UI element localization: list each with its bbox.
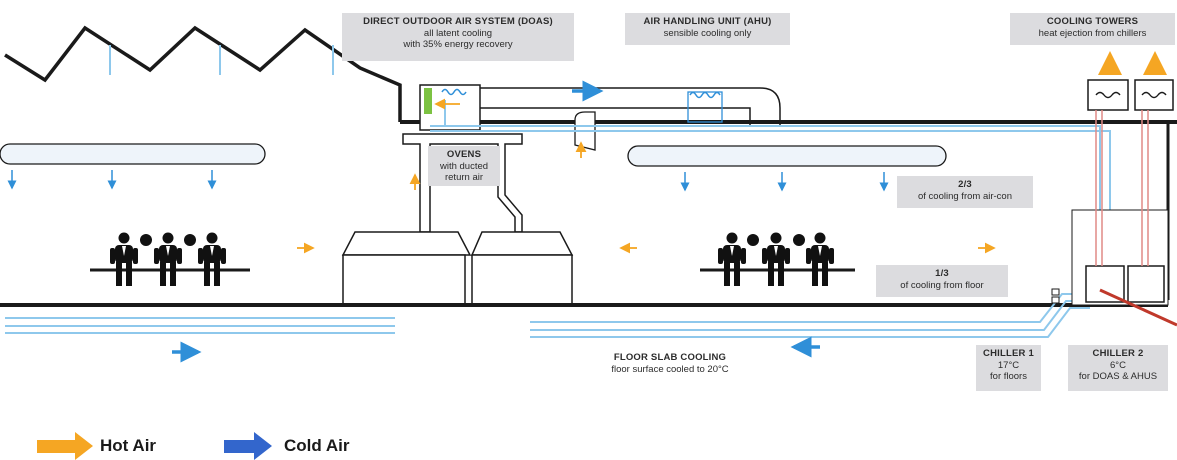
- chiller-2-unit: [1127, 265, 1165, 303]
- people-left: [90, 232, 250, 286]
- chiller1-label: CHILLER 1 17°C for floors: [976, 345, 1041, 391]
- doas-line2: with 35% energy recovery: [403, 39, 513, 51]
- sawtooth-roof: [4, 25, 402, 122]
- cooling-tower-left: [1087, 79, 1129, 111]
- oven-right: [470, 231, 574, 306]
- ovens-label: OVENS with ducted return air: [428, 146, 500, 186]
- supply-duct-left: [0, 143, 266, 165]
- ahu-label: AIR HANDLING UNIT (AHU) sensible cooling…: [625, 13, 790, 45]
- ovens-title: OVENS: [446, 149, 482, 160]
- aircon-share-title: 2/3: [958, 179, 972, 190]
- ahu-line1: sensible cooling only: [663, 27, 752, 39]
- supply-duct: [480, 87, 781, 125]
- chiller2-line1: 6°C: [1110, 359, 1126, 371]
- doas-line1: all latent cooling: [423, 27, 493, 39]
- legend-cold-arrow: [224, 432, 272, 460]
- chiller-1-unit: [1085, 265, 1125, 303]
- legend-hot-arrow: [37, 432, 93, 460]
- ahu-coil: [689, 91, 721, 99]
- slab-line1: floor surface cooled to 20°C: [611, 363, 729, 375]
- chiller2-title: CHILLER 2: [1092, 348, 1144, 359]
- skylight-lines: [109, 45, 334, 75]
- oven-left: [341, 231, 472, 306]
- tower-hot-air-arrows: [1098, 51, 1167, 75]
- condenser-pipes: [1095, 110, 1149, 266]
- ahu-coil-box: [687, 91, 723, 123]
- doas-title: DIRECT OUTDOOR AIR SYSTEM (DOAS): [363, 16, 553, 27]
- condenser-pipe-diagonal: [1099, 288, 1177, 327]
- legend-cold-label: Cold Air: [284, 436, 350, 455]
- ahu-title: AIR HANDLING UNIT (AHU): [643, 16, 772, 27]
- ovens-line2: return air: [444, 172, 483, 184]
- floor-valves: [1051, 288, 1060, 304]
- chiller1-line2: for floors: [990, 371, 1027, 383]
- floor-share-label: 1/3 of cooling from floor: [876, 265, 1008, 297]
- legend-hot-label: Hot Air: [100, 436, 157, 455]
- supply-duct-right: [627, 145, 947, 167]
- chiller1-line1: 17°C: [997, 359, 1020, 371]
- aircon-share-line1: of cooling from air-con: [918, 190, 1012, 202]
- chiller1-title: CHILLER 1: [983, 348, 1034, 359]
- floor-share-line1: of cooling from floor: [900, 279, 984, 291]
- chiller2-line2: for DOAS & AHUS: [1078, 371, 1158, 383]
- ovens-line1: with ducted: [439, 160, 489, 172]
- doas-unit: [419, 84, 481, 131]
- aircon-share-label: 2/3 of cooling from air-con: [897, 176, 1033, 208]
- cold-air-arrows: [7, 170, 889, 192]
- chiller2-label: CHILLER 2 6°C for DOAS & AHUS: [1068, 345, 1168, 391]
- towers-line1: heat ejection from chillers: [1038, 27, 1147, 39]
- floor-share-title: 1/3: [935, 268, 949, 279]
- doas-label: DIRECT OUTDOOR AIR SYSTEM (DOAS) all lat…: [342, 13, 574, 61]
- people-right: [700, 232, 855, 286]
- towers-title: COOLING TOWERS: [1046, 16, 1139, 27]
- towers-label: COOLING TOWERS heat ejection from chille…: [1010, 13, 1175, 45]
- hot-air-arrows: [297, 98, 996, 254]
- slab-title: FLOOR SLAB COOLING: [613, 352, 727, 363]
- slab-label: FLOOR SLAB COOLING floor surface cooled …: [575, 352, 765, 375]
- cooling-tower-right: [1134, 79, 1174, 111]
